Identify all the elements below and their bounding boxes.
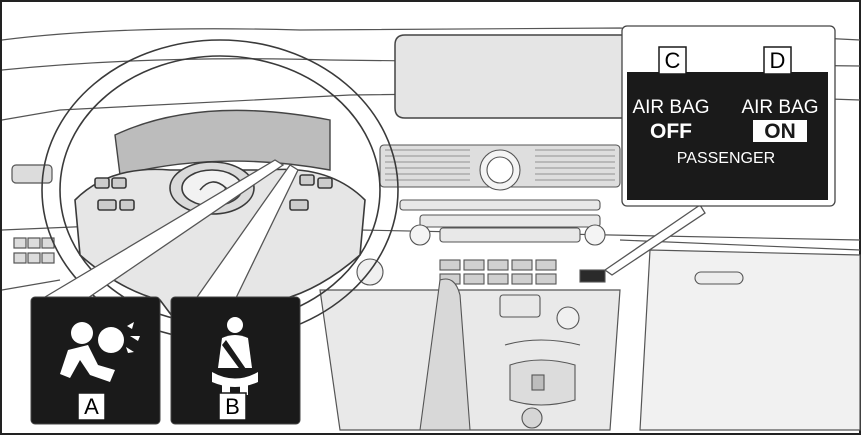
airbag-on-label-top: AIR BAG: [741, 97, 818, 118]
center-display: [395, 35, 630, 118]
label-a: A: [84, 394, 99, 419]
airbag-on-state: ON: [764, 120, 796, 143]
passenger-label: PASSENGER: [677, 150, 775, 167]
label-c: C: [665, 48, 681, 73]
label-d: D: [770, 48, 786, 73]
label-b: B: [225, 394, 240, 419]
passenger-airbag-status-panel: C D AIR BAG OFF AIR BAG ON PASSENGER: [622, 26, 835, 206]
indicator-a-panel: A: [31, 297, 160, 424]
airbag-off-state: OFF: [650, 120, 692, 143]
airbag-off-label-top: AIR BAG: [632, 97, 709, 118]
indicator-b-panel: B: [171, 297, 300, 424]
